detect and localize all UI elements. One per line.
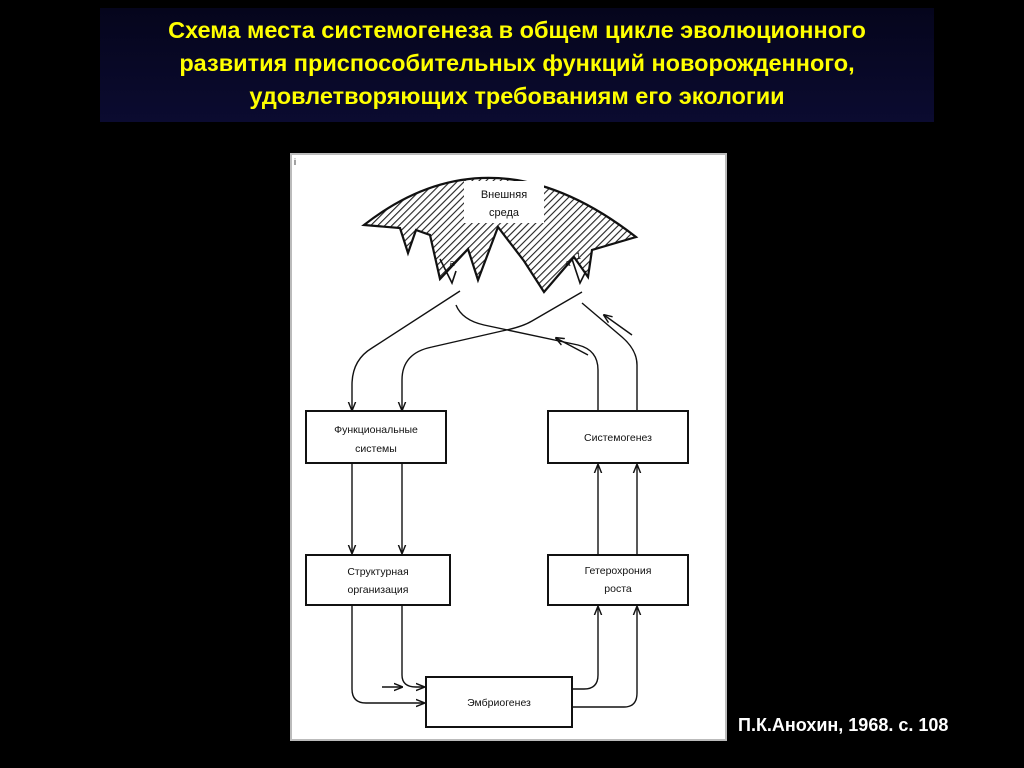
path-a1-to-functional-right <box>402 291 583 410</box>
title-band <box>100 8 934 122</box>
environment-label-line-2: среда <box>489 207 520 219</box>
direction-arrow-left <box>556 338 589 356</box>
systemogenesis-diagram: i Внешняя среда а а 1 Функциональные сис… <box>294 157 689 728</box>
embryogenesis-label: Эмбриогенез <box>467 697 531 709</box>
marker-a1-check <box>571 258 587 286</box>
arrow-structural-to-embryogenesis-inner <box>401 605 424 687</box>
structural-organization-line-2: организация <box>347 584 408 596</box>
heterochrony-line-2: роста <box>604 583 632 595</box>
diagram-figure: i Внешняя среда а а 1 Функциональные сис… <box>290 153 727 741</box>
path-systemogenesis-to-a1 <box>581 302 638 410</box>
functional-systems-line-1: Функциональные <box>334 424 418 436</box>
box-heterochrony: Гетерохрония роста <box>547 554 689 606</box>
arrow-structural-to-embryogenesis-outer <box>351 605 424 703</box>
box-systemogenesis: Системогенез <box>547 410 689 464</box>
systemogenesis-label: Системогенез <box>584 432 652 444</box>
slide-title: Схема места системогенеза в общем цикле … <box>100 14 934 113</box>
environment-label-line-1: Внешняя <box>481 189 527 201</box>
marker-a-check <box>439 258 457 286</box>
box-embryogenesis: Эмбриогенез <box>425 676 573 728</box>
marker-a1-index: 1 <box>576 251 581 261</box>
direction-arrow-right <box>604 315 633 336</box>
corner-mark: i <box>294 157 296 167</box>
box-functional-systems: Функциональные системы <box>305 410 447 464</box>
title-line-3: удовлетворяющих требованиям его экологии <box>249 83 785 109</box>
marker-a-label: а <box>449 258 454 268</box>
functional-systems-line-2: системы <box>355 443 397 455</box>
title-line-2: развития приспособительных функций новор… <box>179 50 855 76</box>
marker-a1-label: а <box>565 258 570 268</box>
external-environment-shape <box>361 176 639 294</box>
path-systemogenesis-to-a <box>455 304 599 410</box>
source-credit: П.К.Анохин, 1968. с. 108 <box>738 715 949 735</box>
arrow-embryogenesis-to-heterochrony-outer <box>572 607 637 708</box>
structural-organization-line-1: Структурная <box>347 566 408 578</box>
heterochrony-line-1: Гетерохрония <box>585 565 652 577</box>
box-structural-organization: Структурная организация <box>305 554 451 606</box>
environment-label-bg <box>464 181 544 223</box>
arrow-embryogenesis-to-heterochrony-inner <box>572 607 598 690</box>
path-a-to-functional-left <box>352 290 461 410</box>
title-line-1: Схема места системогенеза в общем цикле … <box>168 17 866 43</box>
